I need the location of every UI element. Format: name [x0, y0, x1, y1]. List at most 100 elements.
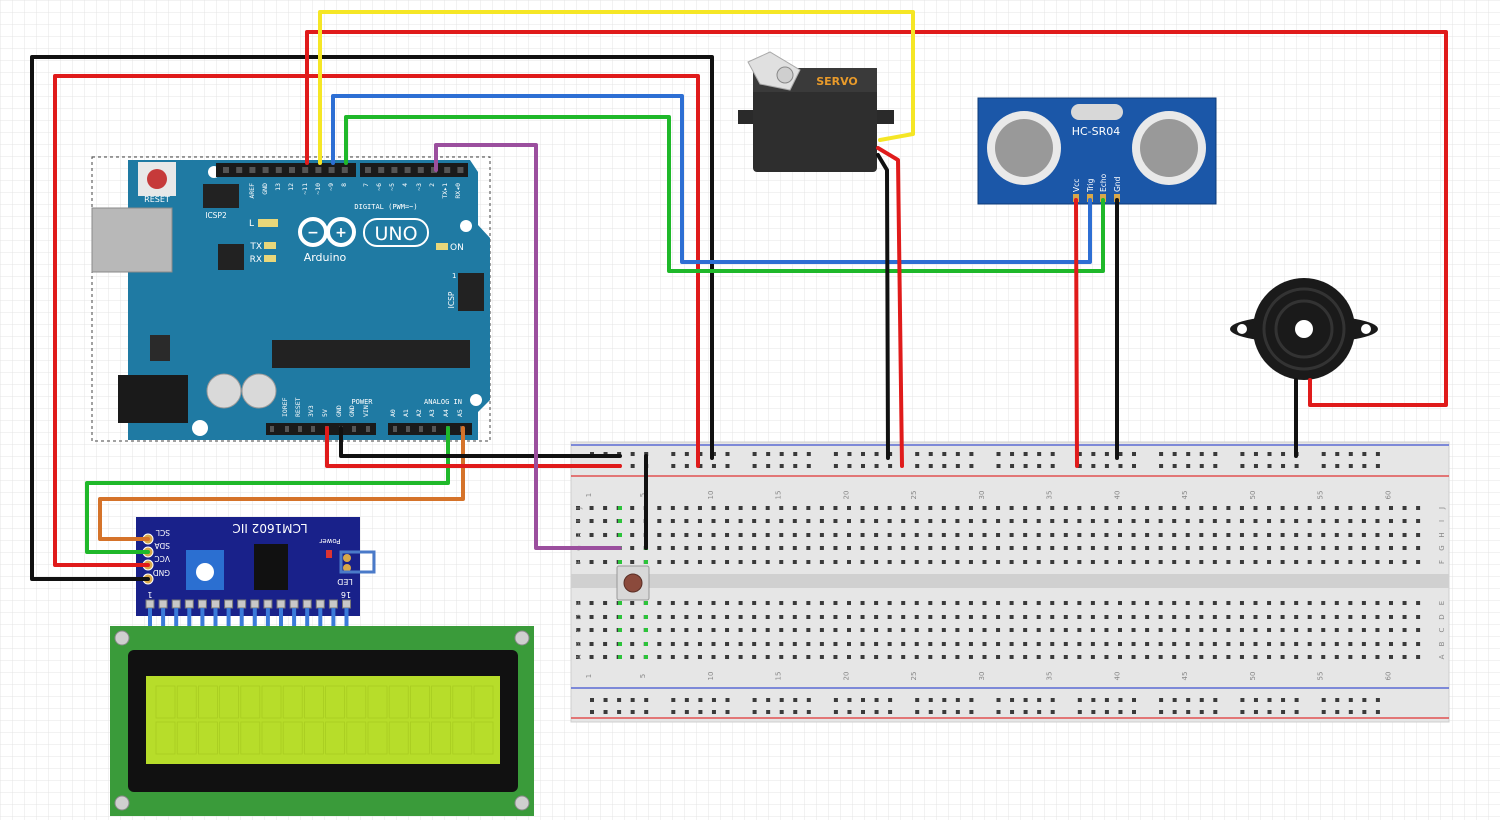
sensor-pin-label: Echo [1099, 173, 1108, 192]
digital-header-left [216, 163, 356, 177]
wire-sensor-vcc [1074, 198, 1079, 468]
digital-pin-label: ~10 [314, 183, 322, 195]
column-number-top: 25 [910, 491, 918, 500]
digital-pin-label: ~5 [388, 183, 396, 191]
digital-pin-label: AREF [248, 183, 256, 199]
row-letter: I [1438, 520, 1446, 522]
icsp-header [458, 273, 484, 311]
digital-pin-label: ~6 [375, 183, 383, 191]
icsp2-label: ICSP2 [205, 211, 227, 220]
icsp2-header [203, 184, 239, 208]
servo-motor: SERVO [738, 51, 894, 172]
icsp-label: ICSP [447, 291, 456, 308]
power-pin-label: 5V [321, 409, 329, 417]
wire-buzzer [305, 30, 1448, 407]
pin-16-label: 16 [341, 590, 351, 599]
contrast-pot[interactable] [196, 563, 214, 581]
digital-pin-label: 13 [274, 183, 282, 191]
capacitor-2 [241, 373, 277, 409]
row-letter: D [1438, 614, 1446, 619]
led-tx [264, 242, 276, 249]
led-label: LED [337, 577, 353, 586]
reset-button[interactable] [147, 169, 167, 189]
row-letter: G [1438, 545, 1446, 550]
column-number-top: 40 [1113, 491, 1121, 500]
wire-trig [331, 94, 1092, 264]
digital-pin-label: RX◂0 [454, 183, 462, 199]
transducer-left [995, 119, 1053, 177]
wire-lcd-gnd [30, 55, 714, 581]
mount-hole-3 [470, 394, 482, 406]
power-pin-label: VIN [362, 405, 370, 417]
column-number-top: 30 [978, 491, 986, 500]
svg-text:−: − [307, 225, 319, 241]
logo-model: UNO [374, 223, 417, 245]
column-number-bottom: 15 [775, 672, 783, 681]
column-number-bottom: 25 [910, 672, 918, 681]
arduino-logo: − + UNO Arduino [298, 217, 429, 264]
row-letter: A [1438, 654, 1446, 659]
capacitor-1 [206, 373, 242, 409]
wire-servo-vcc [876, 146, 904, 468]
column-number-top: 55 [1317, 491, 1325, 500]
digital-label: DIGITAL (PWM=~) [354, 203, 417, 211]
wire-5v [325, 426, 622, 468]
row-letter: C [1438, 627, 1446, 632]
power-jack [118, 375, 188, 423]
row-letter: A [575, 654, 583, 659]
column-number-top: 45 [1181, 491, 1189, 500]
digital-pin-label: GND [261, 183, 269, 195]
led-jumper[interactable] [339, 550, 376, 574]
analog-pin-label: A3 [428, 409, 436, 417]
power-pin-label: IOREF [281, 397, 289, 417]
analog-header [388, 423, 472, 435]
column-number-bottom: 20 [842, 672, 850, 681]
power-pin-label: GND [335, 405, 343, 417]
icsp-pin1-label: 1 [452, 272, 456, 280]
sensor-pin-label: Trig [1086, 178, 1095, 193]
analog-pin-label: A4 [442, 409, 450, 417]
column-number-bottom: 35 [1046, 672, 1054, 681]
lcd-module-pin-labels: SCL SDA VCC GND [142, 528, 170, 585]
lcd-module-pin-label: SCL [155, 528, 170, 537]
lcd-module-pin-label: GND [153, 568, 170, 577]
led-on-label: ON [450, 243, 464, 253]
chip-small [218, 244, 244, 270]
lcd-module-pin-label: SDA [154, 541, 170, 550]
row-letter: H [1438, 532, 1446, 537]
power-pin-label: 3V3 [307, 405, 315, 417]
mount-hole-1 [192, 420, 208, 436]
logo-brand: Arduino [304, 251, 347, 264]
arduino-uno-board: RESET ICSP2 − + UNO Arduino L TX RX ON I… [91, 156, 491, 442]
digital-pin-label: TX▸1 [441, 183, 449, 199]
row-letter: B [1438, 641, 1446, 646]
push-button[interactable] [616, 565, 650, 601]
row-letter: E [575, 601, 583, 605]
pin-1-label: 1 [147, 590, 152, 599]
column-number-top: 20 [842, 491, 850, 500]
wire-servo-gnd [876, 153, 890, 460]
led-on [436, 243, 448, 250]
power-header [266, 423, 376, 435]
wire-servo-signal [318, 10, 915, 165]
power-pin-label: RESET [294, 397, 302, 417]
column-number-top: 1 [585, 493, 593, 497]
column-number-bottom: 50 [1249, 672, 1257, 681]
wire-lcd-scl [98, 426, 465, 541]
led-l [258, 219, 278, 227]
led-l-label: L [249, 219, 254, 229]
analog-label: ANALOG IN [424, 398, 462, 406]
wires [30, 10, 1448, 581]
buzzer [1230, 278, 1378, 380]
column-number-bottom: 5 [639, 674, 647, 678]
lcd-module-pin-label: VCC [154, 554, 170, 563]
sensor-pin-label: Vcc [1072, 179, 1081, 192]
wire-gnd [339, 426, 622, 458]
digital-pin-label: 2 [428, 183, 436, 187]
row-letter: C [575, 627, 583, 632]
row-letter: J [1438, 507, 1446, 510]
